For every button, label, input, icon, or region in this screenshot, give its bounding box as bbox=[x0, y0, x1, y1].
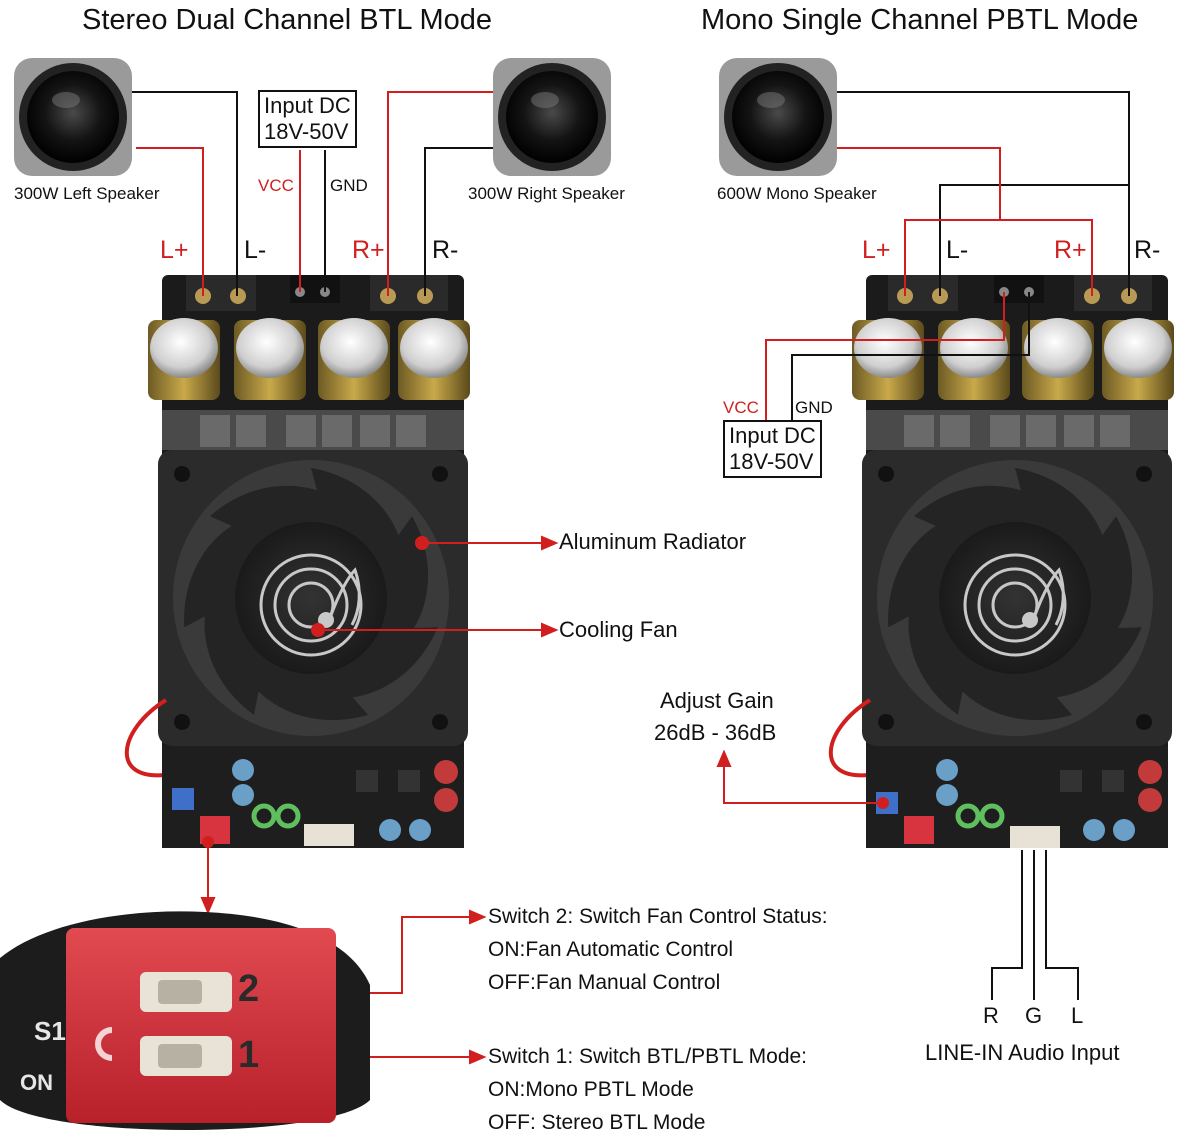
left-speaker-label: 300W Left Speaker bbox=[14, 184, 160, 203]
switch2-on: ON:Fan Automatic Control bbox=[488, 938, 734, 961]
terminal-rp-stereo: R+ bbox=[352, 236, 385, 264]
amplifier-board-mono bbox=[828, 275, 1174, 848]
vcc-label-stereo: VCC bbox=[258, 176, 294, 195]
terminal-lm-stereo: L- bbox=[244, 236, 267, 264]
right-speaker-label: 300W Right Speaker bbox=[468, 184, 625, 203]
dip-switch-closeup bbox=[0, 911, 370, 1130]
line-in-r: R bbox=[983, 1003, 999, 1028]
gnd-label-mono: GND bbox=[795, 398, 833, 417]
input-dc-line1: Input DC bbox=[264, 93, 351, 118]
gnd-label-stereo: GND bbox=[330, 176, 368, 195]
switch2-off: OFF:Fan Manual Control bbox=[488, 971, 721, 994]
terminal-lp-stereo: L+ bbox=[160, 236, 189, 264]
terminal-rm-mono: R- bbox=[1134, 236, 1161, 264]
gain-label-line2: 26dB - 36dB bbox=[654, 720, 777, 745]
fan-label: Cooling Fan bbox=[559, 617, 678, 642]
switch1-off: OFF: Stereo BTL Mode bbox=[488, 1111, 706, 1134]
gain-label-line1: Adjust Gain bbox=[660, 688, 774, 713]
switch1-on: ON:Mono PBTL Mode bbox=[488, 1078, 694, 1101]
terminal-lm-mono: L- bbox=[946, 236, 969, 264]
stereo-title: Stereo Dual Channel BTL Mode bbox=[82, 4, 492, 36]
input-dc-line1: Input DC bbox=[729, 423, 816, 448]
input-dc-box-stereo: Input DC 18V-50V bbox=[258, 90, 357, 148]
terminal-lp-mono: L+ bbox=[862, 236, 891, 264]
wires-mono bbox=[765, 91, 1130, 420]
input-dc-box-mono: Input DC 18V-50V bbox=[723, 420, 822, 478]
switch1-note: Switch 1: Switch BTL/PBTL Mode: ON:Mono … bbox=[488, 1040, 807, 1139]
terminal-rp-mono: R+ bbox=[1054, 236, 1087, 264]
line-in-label: LINE-IN Audio Input bbox=[925, 1040, 1120, 1065]
input-dc-line2: 18V-50V bbox=[729, 449, 814, 474]
line-in-wires bbox=[991, 850, 1079, 1000]
switch2-note: Switch 2: Switch Fan Control Status: ON:… bbox=[488, 900, 828, 999]
input-dc-line2: 18V-50V bbox=[264, 119, 349, 144]
speaker-left bbox=[14, 58, 132, 176]
dip-number-1: 1 bbox=[238, 1034, 260, 1076]
mono-title: Mono Single Channel PBTL Mode bbox=[701, 4, 1139, 36]
speaker-right bbox=[493, 58, 611, 176]
dip-on-label: ON bbox=[20, 1070, 53, 1095]
line-in-l: L bbox=[1071, 1003, 1084, 1028]
amplifier-board-stereo bbox=[124, 275, 470, 848]
dip-number-2: 2 bbox=[238, 968, 260, 1010]
mono-speaker-label: 600W Mono Speaker bbox=[717, 184, 877, 203]
line-in-g: G bbox=[1025, 1003, 1043, 1028]
vcc-label-mono: VCC bbox=[723, 398, 759, 417]
switch1-title: Switch 1: Switch BTL/PBTL Mode: bbox=[488, 1045, 808, 1068]
switch2-title: Switch 2: Switch Fan Control Status: bbox=[488, 905, 828, 928]
dip-s1-label: S1 bbox=[34, 1016, 66, 1046]
radiator-label: Aluminum Radiator bbox=[559, 529, 747, 554]
speaker-mono bbox=[719, 58, 837, 176]
terminal-rm-stereo: R- bbox=[432, 236, 459, 264]
wires-stereo bbox=[132, 91, 493, 296]
